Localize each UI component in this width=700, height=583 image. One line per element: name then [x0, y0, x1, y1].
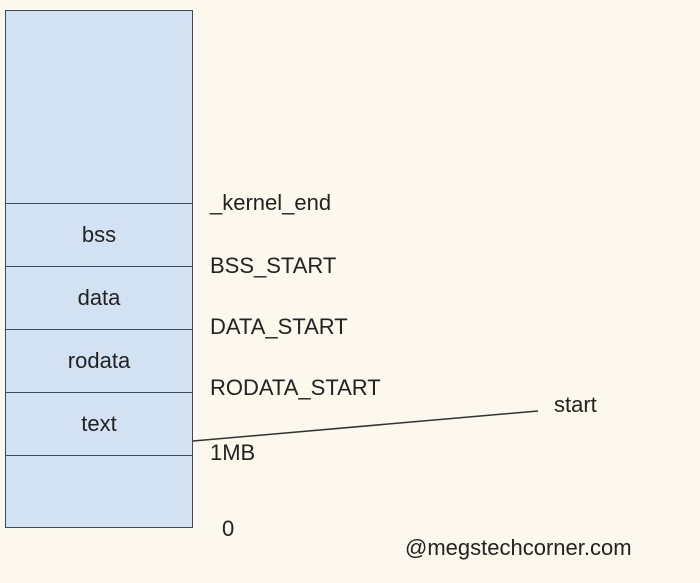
- address-zero: 0: [222, 516, 235, 541]
- memory-layout-column: [5, 10, 193, 528]
- segment-text-label: text: [81, 411, 117, 436]
- credit-watermark: @megstechcorner.com: [405, 535, 632, 560]
- segment-rodata-label: rodata: [67, 348, 131, 373]
- address-1mb: 1MB: [210, 440, 256, 465]
- segment-bss: bss: [5, 203, 193, 266]
- segment-data: data: [5, 266, 193, 329]
- segment-data-label: data: [77, 285, 121, 310]
- segment-low-memory: [5, 455, 193, 528]
- segment-text: text: [5, 392, 193, 455]
- address-bss-start: BSS_START: [210, 253, 337, 278]
- segment-rodata: rodata: [5, 329, 193, 392]
- segment-bss-label: bss: [81, 222, 117, 247]
- address-data-start: DATA_START: [210, 314, 348, 339]
- start-label: start: [554, 392, 597, 417]
- address-rodata-start: RODATA_START: [210, 375, 381, 400]
- address-kernel-end: _kernel_end: [210, 190, 332, 215]
